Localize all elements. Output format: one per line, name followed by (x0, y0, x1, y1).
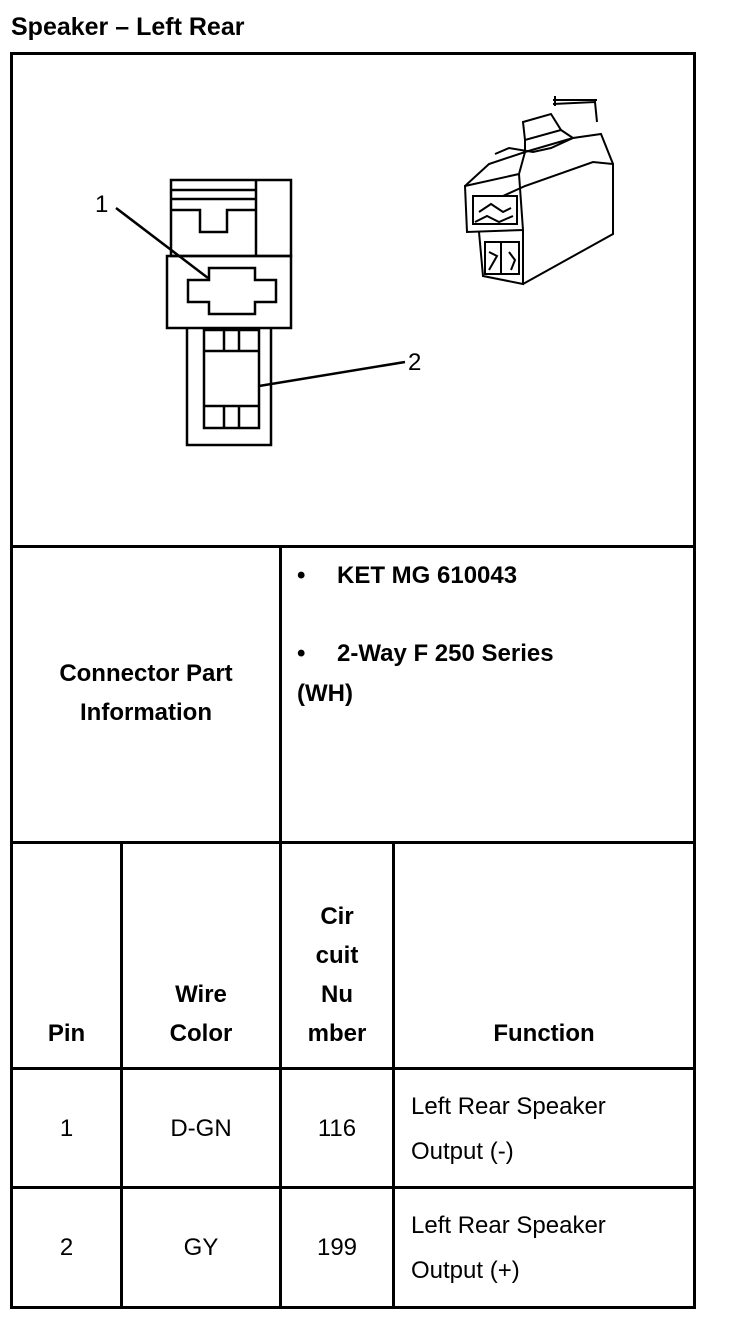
function-cell: Left Rear Speaker Output (-) (411, 1084, 606, 1174)
callout-leader-2 (258, 360, 406, 388)
function-line1: Left Rear Speaker (411, 1093, 606, 1120)
circuit-cell: 199 (316, 1234, 358, 1261)
connector-color: (WH) (297, 680, 353, 707)
connector-info-label: Connector Part Information (13, 654, 279, 732)
header-wire-color-line1: Wire (175, 981, 227, 1008)
pin-cell: 1 (59, 1115, 74, 1142)
header-circuit-line4: mber (307, 1020, 367, 1047)
function-line1: Left Rear Speaker (411, 1212, 606, 1239)
series-text: 2-Way F 250 Series (337, 640, 554, 667)
wire-color-cell: D-GN (170, 1115, 232, 1142)
function-line2: Output (+) (411, 1257, 520, 1284)
connector-isometric-view (463, 96, 614, 286)
page-title: Speaker – Left Rear (11, 13, 245, 41)
connector-series: • 2-Way F 250 Series (297, 640, 554, 668)
callout-label-2: 2 (408, 349, 421, 376)
circuit-cell: 116 (317, 1115, 357, 1142)
bullet-icon: • (297, 562, 306, 589)
function-cell: Left Rear Speaker Output (+) (411, 1203, 606, 1293)
callout-leader-1 (115, 207, 209, 279)
callout-label-1: 1 (95, 191, 108, 218)
connector-info-label-line1: Connector Part (59, 660, 233, 687)
connector-face-view (115, 178, 406, 447)
pin-cell: 2 (59, 1234, 74, 1261)
header-wire-color-line2: Color (169, 1020, 233, 1047)
header-pin: Pin (47, 1020, 86, 1047)
connector-part-number: • KET MG 610043 (297, 562, 517, 590)
connector-info-label-line2: Information (80, 699, 212, 726)
header-function: Function (493, 1020, 595, 1047)
part-number-text: KET MG 610043 (337, 562, 518, 589)
connector-diagram: 1 2 (13, 56, 693, 546)
header-wire-color: Wire Color (123, 975, 279, 1053)
header-circuit-line1: Cir (320, 903, 354, 930)
header-circuit-line2: cuit (315, 942, 359, 969)
header-circuit-number: Cir cuit Nu mber (282, 897, 392, 1053)
bullet-icon: • (297, 640, 306, 667)
function-line2: Output (-) (411, 1138, 514, 1165)
wire-color-cell: GY (183, 1234, 219, 1261)
header-circuit-line3: Nu (321, 981, 353, 1008)
